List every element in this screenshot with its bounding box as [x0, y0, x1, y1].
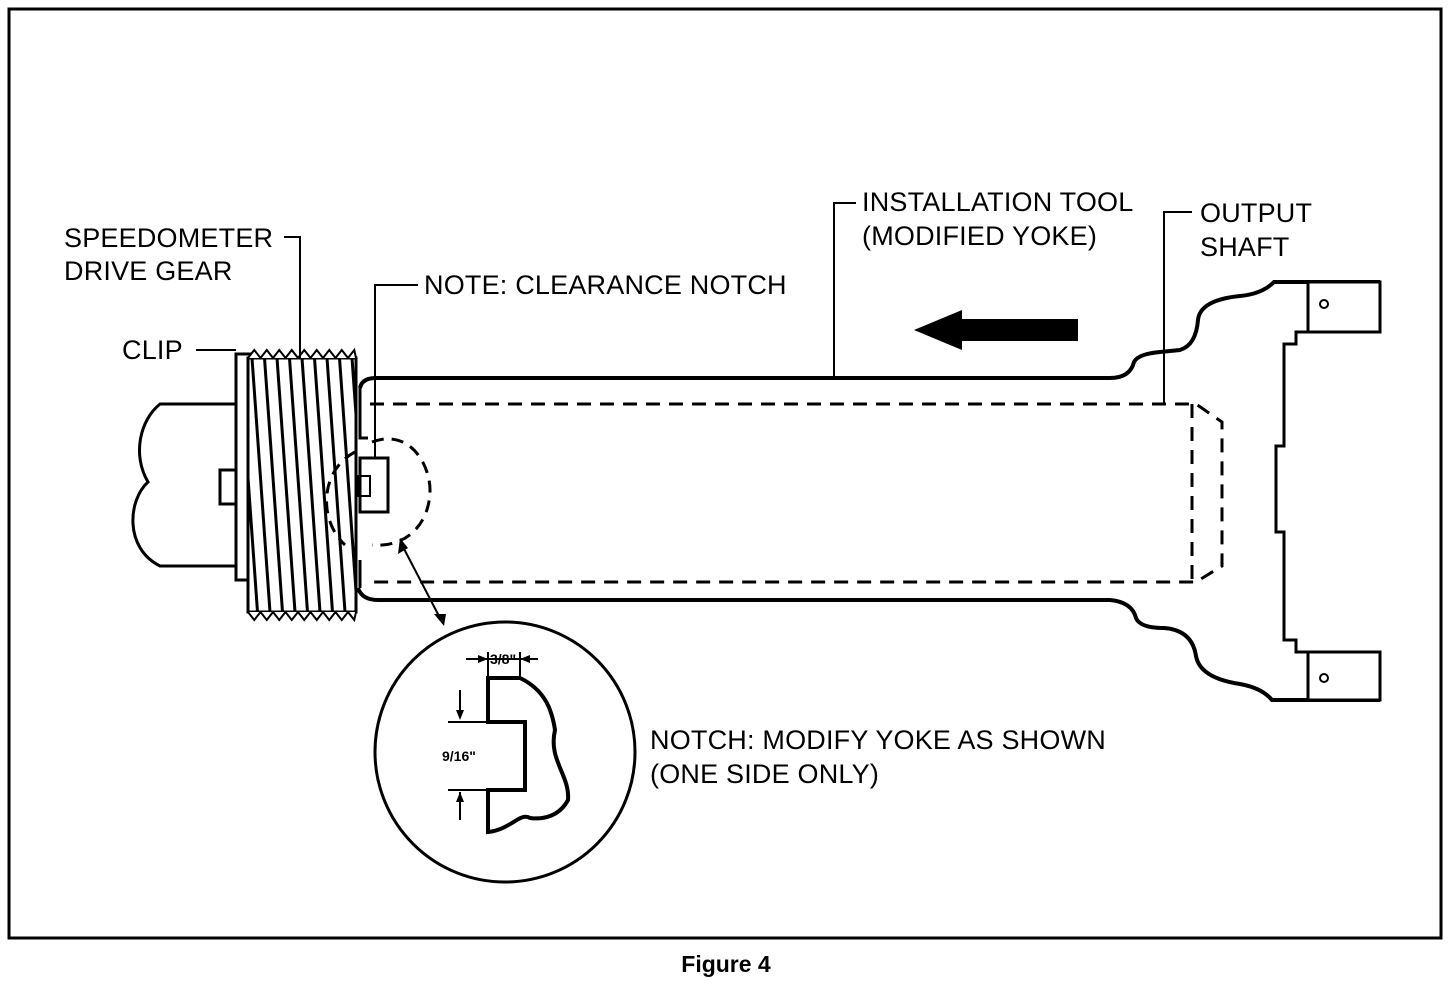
- direction-arrow: [914, 310, 1078, 350]
- label-notch-line1: NOTCH: MODIFY YOKE AS SHOWN: [650, 725, 1106, 755]
- figure-caption: Figure 4: [681, 951, 771, 977]
- gear-thread: [263, 358, 284, 612]
- label-tool-line1: INSTALLATION TOOL: [862, 187, 1133, 217]
- dimension-height: 9/16": [442, 748, 476, 764]
- gear-thread: [338, 358, 356, 612]
- gear-teeth: [247, 347, 357, 360]
- dimension-width: 3/8": [490, 651, 516, 667]
- label-clearance-note: NOTE: CLEARANCE NOTCH: [424, 270, 787, 300]
- hidden-shaft-outline: [370, 402, 1224, 584]
- label-speedometer-line1: SPEEDOMETER: [64, 223, 273, 253]
- yoke-ears: [1274, 280, 1382, 702]
- label-speedometer-line2: DRIVE GEAR: [64, 256, 233, 286]
- speedometer-drive-gear: [246, 347, 358, 623]
- gear-thread: [313, 358, 334, 612]
- leader-lines: [196, 202, 1192, 626]
- gear-thread: [288, 358, 309, 612]
- notch-detail-circle: [373, 620, 637, 884]
- gear-thread: [248, 456, 259, 612]
- gear-teeth: [247, 610, 357, 623]
- gear-thread: [250, 358, 272, 612]
- figure-frame: [7, 7, 1443, 940]
- gear-thread: [350, 358, 356, 436]
- output-shaft-stub: [131, 402, 248, 568]
- label-output-line1: OUTPUT: [1200, 198, 1312, 228]
- gear-thread: [300, 358, 322, 612]
- label-output-line2: SHAFT: [1200, 232, 1290, 262]
- gear-thread: [325, 358, 347, 612]
- label-clip: CLIP: [122, 335, 183, 365]
- installation-tool-body: [356, 280, 1380, 702]
- label-tool-line2: (MODIFIED YOKE): [862, 221, 1097, 251]
- gear-thread: [275, 358, 297, 612]
- label-notch-line2: (ONE SIDE ONLY): [650, 759, 879, 789]
